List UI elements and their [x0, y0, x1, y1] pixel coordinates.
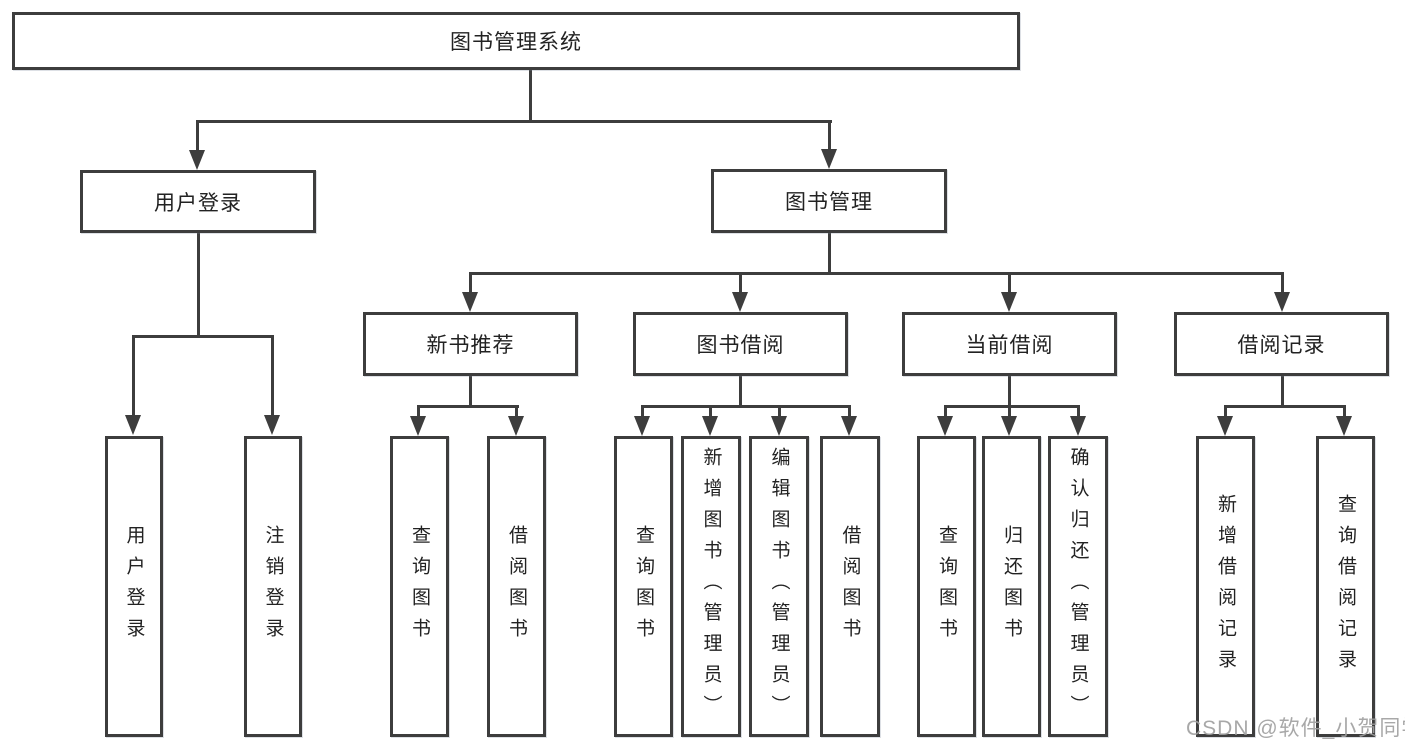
node-label: 查询图书	[936, 524, 957, 649]
connector-line	[1343, 405, 1346, 419]
arrow-down-icon	[125, 415, 141, 435]
arrow-down-icon	[1274, 292, 1290, 312]
node-label: 查询图书	[409, 524, 430, 649]
arrow-down-icon	[634, 416, 650, 436]
connector-line	[1281, 376, 1284, 408]
csdn-watermark: CSDN @软件_小贺同学	[1186, 717, 1405, 740]
node-label: 查询借阅记录	[1335, 493, 1356, 680]
arrow-down-icon	[937, 416, 953, 436]
connector-line	[196, 120, 199, 154]
connector-line	[1077, 405, 1080, 419]
node-label: 新增图书（管理员）	[700, 447, 722, 726]
connector-line	[739, 376, 742, 408]
node-label: 当前借阅	[965, 334, 1054, 357]
node-borrow-records: 借阅记录	[1174, 312, 1389, 376]
arrow-down-icon	[1217, 416, 1233, 436]
leaf-add-book-admin: 新增图书（管理员）	[681, 436, 741, 737]
connector-line	[641, 405, 644, 419]
node-label: 新增借阅记录	[1215, 493, 1236, 680]
connector-line	[828, 120, 831, 154]
connector-line	[1224, 405, 1346, 408]
node-label: 借阅图书	[839, 524, 861, 649]
connector-line	[515, 405, 518, 419]
connector-line	[132, 335, 135, 417]
connector-line	[469, 376, 472, 408]
connector-line	[944, 405, 1080, 408]
connector-line	[641, 405, 851, 408]
node-label: 注销登录	[262, 524, 284, 649]
connector-line	[196, 120, 832, 123]
connector-line	[828, 233, 831, 274]
leaf-user-login: 用户登录	[105, 436, 163, 737]
leaf-query-books-2: 查询图书	[614, 436, 673, 737]
node-new-book-recommend: 新书推荐	[363, 312, 578, 376]
connector-line	[417, 405, 519, 408]
node-label: 借阅记录	[1237, 334, 1326, 357]
connector-line	[469, 272, 472, 294]
node-label: 用户登录	[123, 524, 145, 649]
node-label: 图书管理系统	[450, 31, 582, 54]
node-label: 编辑图书（管理员）	[768, 447, 790, 726]
leaf-confirm-return-admin: 确认归还（管理员）	[1048, 436, 1108, 737]
connector-line	[709, 405, 712, 419]
leaf-borrow-books-1: 借阅图书	[487, 436, 546, 737]
arrow-down-icon	[821, 149, 837, 169]
arrow-down-icon	[841, 416, 857, 436]
node-book-management: 图书管理	[711, 169, 947, 233]
connector-line	[417, 405, 420, 419]
node-label: 确认归还（管理员）	[1067, 447, 1089, 726]
node-label: 图书管理	[785, 191, 873, 214]
connector-line	[132, 335, 274, 338]
arrow-down-icon	[410, 416, 426, 436]
node-book-borrow: 图书借阅	[633, 312, 848, 376]
arrow-down-icon	[732, 292, 748, 312]
leaf-logout: 注销登录	[244, 436, 302, 737]
arrow-down-icon	[264, 415, 280, 435]
arrow-down-icon	[1001, 416, 1017, 436]
connector-line	[778, 405, 781, 419]
connector-line	[1008, 405, 1011, 419]
leaf-borrow-books-2: 借阅图书	[820, 436, 880, 737]
connector-line	[469, 272, 1284, 275]
node-label: 借阅图书	[506, 524, 527, 649]
connector-line	[1008, 376, 1011, 408]
arrow-down-icon	[508, 416, 524, 436]
connector-line	[529, 70, 532, 122]
connector-line	[1008, 272, 1011, 294]
arrow-down-icon	[1001, 292, 1017, 312]
leaf-query-borrow-record: 查询借阅记录	[1316, 436, 1375, 737]
arrow-down-icon	[462, 292, 478, 312]
node-label: 查询图书	[633, 524, 654, 649]
arrow-down-icon	[1336, 416, 1352, 436]
connector-line	[739, 272, 742, 294]
node-user-login: 用户登录	[80, 170, 316, 233]
arrow-down-icon	[1070, 416, 1086, 436]
connector-line	[1281, 272, 1284, 294]
arrow-down-icon	[771, 416, 787, 436]
node-current-borrow: 当前借阅	[902, 312, 1117, 376]
leaf-query-books-1: 查询图书	[390, 436, 449, 737]
leaf-add-borrow-record: 新增借阅记录	[1196, 436, 1255, 737]
leaf-query-books-3: 查询图书	[917, 436, 976, 737]
node-label: 用户登录	[154, 191, 242, 215]
leaf-return-book: 归还图书	[982, 436, 1041, 737]
node-label: 图书借阅	[696, 334, 785, 357]
node-label: 新书推荐	[426, 334, 515, 357]
connector-line	[271, 335, 274, 417]
connector-line	[197, 233, 200, 338]
leaf-edit-book-admin: 编辑图书（管理员）	[749, 436, 809, 737]
arrow-down-icon	[189, 150, 205, 170]
connector-line	[944, 405, 947, 419]
connector-line	[848, 405, 851, 419]
node-root-system: 图书管理系统	[12, 12, 1020, 70]
connector-line	[1224, 405, 1227, 419]
node-label: 归还图书	[1001, 524, 1022, 649]
arrow-down-icon	[702, 416, 718, 436]
